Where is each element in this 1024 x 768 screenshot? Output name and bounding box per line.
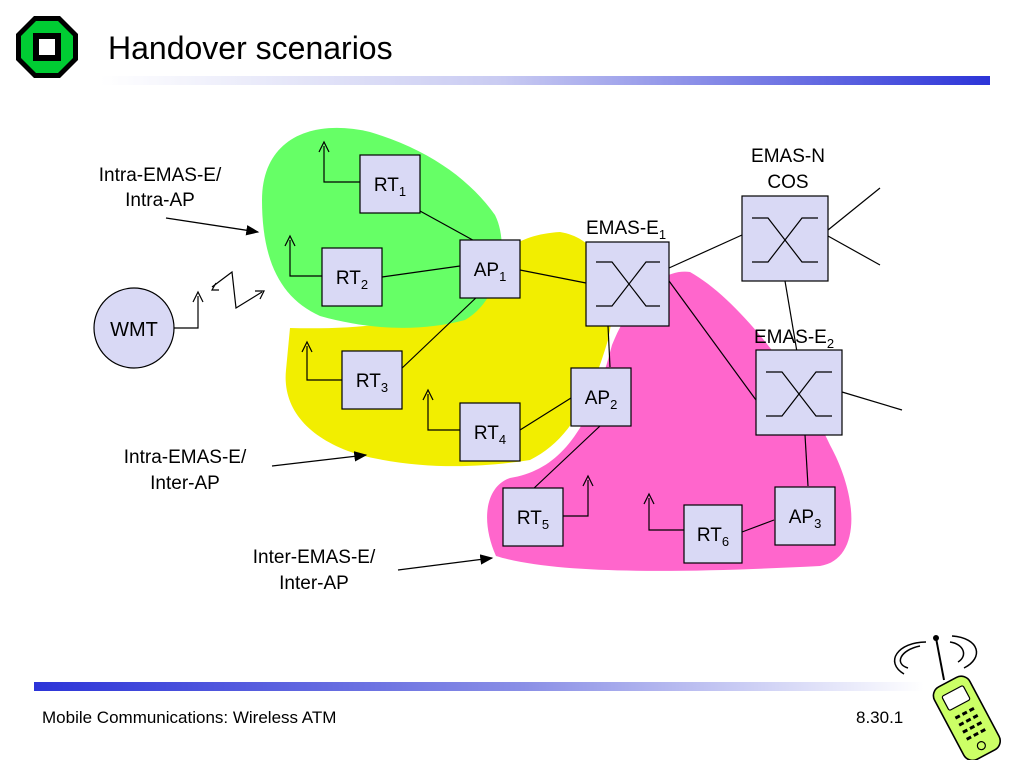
wmt-circle	[93, 287, 175, 369]
label-intra-inter-line1: Intra-EMAS-E/	[124, 447, 247, 468]
university-logo-icon	[16, 16, 78, 78]
slide-title: Handover scenarios	[108, 30, 393, 66]
switch-emas-n	[741, 195, 829, 282]
wmt-label: WMT	[110, 319, 158, 341]
switch-emas-e1	[585, 241, 670, 327]
label-intra-intra-line2: Intra-AP	[125, 190, 195, 211]
node-rt2: RT2	[321, 247, 383, 307]
node-ap2: AP2	[570, 367, 632, 427]
svg-text:RT3: RT3	[356, 371, 388, 395]
label-emas-n-line1: EMAS-N	[751, 146, 825, 167]
lightning-icon	[211, 270, 263, 310]
pink-region-inter-emas	[487, 271, 852, 571]
svg-text:RT1: RT1	[374, 175, 406, 199]
node-rt3: RT3	[341, 350, 403, 410]
svg-text:AP2: AP2	[585, 388, 618, 412]
node-rt4: RT4	[459, 402, 521, 462]
label-emas-e1: EMAS-E1	[586, 218, 666, 242]
label-inter-inter-line1: Inter-EMAS-E/	[253, 547, 376, 568]
title-underline-bar	[100, 76, 990, 85]
node-rt5: RT5	[502, 487, 564, 547]
switch-emas-e2	[755, 349, 843, 436]
cellphone-icon	[893, 635, 1002, 760]
label-arrows	[165, 217, 494, 571]
svg-text:RT2: RT2	[336, 268, 368, 292]
footer-bar	[34, 682, 924, 691]
svg-text:AP1: AP1	[474, 260, 507, 284]
node-ap1: AP1	[459, 239, 521, 299]
label-intra-intra-line1: Intra-EMAS-E/	[99, 165, 222, 186]
connection-lines	[381, 187, 903, 533]
footer-slide-number: 8.30.1	[856, 708, 904, 727]
svg-text:AP3: AP3	[789, 507, 822, 531]
label-inter-inter-line2: Inter-AP	[279, 573, 349, 594]
node-rt1: RT1	[359, 154, 421, 214]
svg-text:RT4: RT4	[474, 423, 506, 447]
label-emas-e2: EMAS-E2	[754, 327, 834, 351]
footer-course-title: Mobile Communications: Wireless ATM	[42, 708, 337, 727]
node-rt6: RT6	[683, 504, 743, 564]
node-ap3: AP3	[774, 486, 836, 546]
label-intra-inter-line2: Inter-AP	[150, 473, 220, 494]
antenna-arrows	[174, 140, 684, 531]
svg-text:RT6: RT6	[697, 525, 729, 549]
label-emas-n-line2: COS	[767, 172, 808, 193]
svg-text:RT5: RT5	[517, 508, 549, 532]
